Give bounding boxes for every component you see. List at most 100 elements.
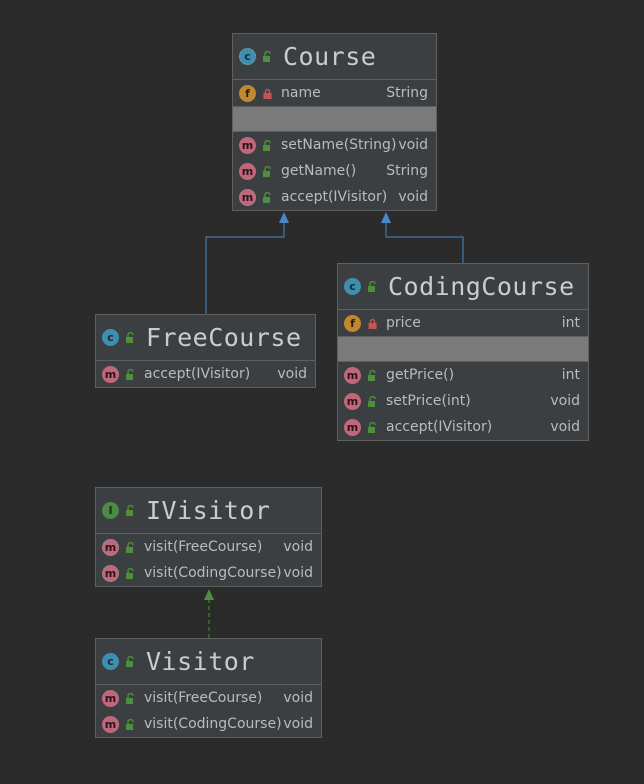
- empty-section: [338, 337, 588, 362]
- method-row[interactable]: m visit(FreeCourse) void: [96, 685, 321, 711]
- method-row[interactable]: m getName() String: [233, 158, 436, 184]
- public-lock-icon: [261, 51, 273, 63]
- methods-section: m accept(IVisitor) void: [96, 361, 315, 387]
- field-name: price: [386, 315, 421, 331]
- method-row[interactable]: m getPrice() int: [338, 362, 588, 388]
- method-name: accept(IVisitor): [386, 419, 493, 435]
- methods-section: m visit(FreeCourse) void m visit(CodingC…: [96, 534, 321, 586]
- field-type: int: [561, 315, 580, 331]
- method-type: void: [398, 189, 428, 205]
- method-row[interactable]: m visit(CodingCourse) void: [96, 711, 321, 737]
- public-lock-icon: [366, 395, 378, 407]
- field-icon: f: [239, 84, 256, 102]
- field-row[interactable]: f price int: [338, 310, 588, 336]
- public-lock-icon: [124, 332, 136, 344]
- method-type: void: [283, 539, 313, 555]
- abstract-method-icon: m: [102, 538, 119, 556]
- method-icon: m: [344, 392, 361, 410]
- abstract-method-icon: m: [102, 564, 119, 582]
- public-lock-icon: [124, 692, 136, 704]
- method-type: void: [277, 366, 307, 382]
- empty-section: [233, 107, 436, 132]
- public-lock-icon: [261, 191, 273, 203]
- public-lock-icon: [366, 281, 378, 293]
- methods-section: m visit(FreeCourse) void m visit(CodingC…: [96, 685, 321, 737]
- method-name: visit(FreeCourse): [144, 539, 263, 555]
- methods-section: m setName(String) void m getName() Strin…: [233, 132, 436, 210]
- method-type: int: [561, 367, 580, 383]
- class-free-course[interactable]: c FreeCourse m accept(IVisitor) void: [95, 314, 316, 388]
- abstract-method-icon: m: [239, 188, 256, 206]
- public-lock-icon: [124, 541, 136, 553]
- fields-section: f name String: [233, 80, 436, 107]
- method-row[interactable]: m visit(CodingCourse) void: [96, 560, 321, 586]
- public-lock-icon: [124, 505, 136, 517]
- fields-section: f price int: [338, 310, 588, 337]
- method-type: void: [283, 565, 313, 581]
- methods-section: m getPrice() int m setPrice(int) void m …: [338, 362, 588, 440]
- field-name: name: [281, 85, 321, 101]
- method-icon: m: [102, 365, 119, 383]
- field-icon: f: [344, 314, 361, 332]
- public-lock-icon: [366, 369, 378, 381]
- class-name: IVisitor: [146, 496, 271, 525]
- method-type: void: [283, 716, 313, 732]
- interface-icon: I: [102, 502, 119, 519]
- private-lock-icon: [366, 317, 378, 329]
- class-header: c FreeCourse: [96, 315, 315, 361]
- method-icon: m: [344, 418, 361, 436]
- public-lock-icon: [261, 165, 273, 177]
- class-header: c Course: [233, 34, 436, 80]
- freecourse-extends-course-line: [205, 222, 285, 314]
- method-row[interactable]: m accept(IVisitor) void: [338, 414, 588, 440]
- visitor-implements-arrowhead: [204, 589, 214, 600]
- method-name: accept(IVisitor): [144, 366, 251, 382]
- field-row[interactable]: f name String: [233, 80, 436, 106]
- method-name: visit(CodingCourse): [144, 565, 282, 581]
- method-icon: m: [239, 136, 256, 154]
- class-icon: c: [344, 278, 361, 295]
- class-visitor[interactable]: c Visitor m visit(FreeCourse) void m vis…: [95, 638, 322, 738]
- class-icon: c: [102, 653, 119, 670]
- class-header: I IVisitor: [96, 488, 321, 534]
- method-type: void: [398, 137, 428, 153]
- private-lock-icon: [261, 87, 273, 99]
- method-name: getPrice(): [386, 367, 455, 383]
- public-lock-icon: [261, 139, 273, 151]
- method-type: void: [550, 393, 580, 409]
- interface-ivisitor[interactable]: I IVisitor m visit(FreeCourse) void m vi…: [95, 487, 322, 587]
- method-row[interactable]: m setName(String) void: [233, 132, 436, 158]
- public-lock-icon: [124, 368, 136, 380]
- method-name: setPrice(int): [386, 393, 471, 409]
- method-type: void: [283, 690, 313, 706]
- class-name: Visitor: [146, 647, 255, 676]
- public-lock-icon: [124, 656, 136, 668]
- method-icon: m: [239, 162, 256, 180]
- method-icon: m: [102, 689, 119, 707]
- field-type: String: [386, 85, 428, 101]
- abstract-class-icon: c: [239, 48, 256, 65]
- class-coding-course[interactable]: c CodingCourse f price int m getPrice() …: [337, 263, 589, 441]
- method-name: visit(FreeCourse): [144, 690, 263, 706]
- method-row[interactable]: m accept(IVisitor) void: [96, 361, 315, 387]
- method-row[interactable]: m visit(FreeCourse) void: [96, 534, 321, 560]
- method-icon: m: [102, 715, 119, 733]
- class-name: FreeCourse: [146, 323, 302, 352]
- method-icon: m: [344, 366, 361, 384]
- codingcourse-extends-arrowhead: [381, 212, 391, 223]
- method-type: String: [386, 163, 428, 179]
- public-lock-icon: [124, 718, 136, 730]
- class-course[interactable]: c Course f name String m setName(String)…: [232, 33, 437, 211]
- method-name: visit(CodingCourse): [144, 716, 282, 732]
- public-lock-icon: [366, 421, 378, 433]
- method-row[interactable]: m setPrice(int) void: [338, 388, 588, 414]
- class-icon: c: [102, 329, 119, 346]
- method-name: accept(IVisitor): [281, 189, 388, 205]
- public-lock-icon: [124, 567, 136, 579]
- codingcourse-extends-course-line: [385, 222, 464, 263]
- method-type: void: [550, 419, 580, 435]
- class-name: CodingCourse: [388, 272, 575, 301]
- method-row[interactable]: m accept(IVisitor) void: [233, 184, 436, 210]
- class-name: Course: [283, 42, 377, 71]
